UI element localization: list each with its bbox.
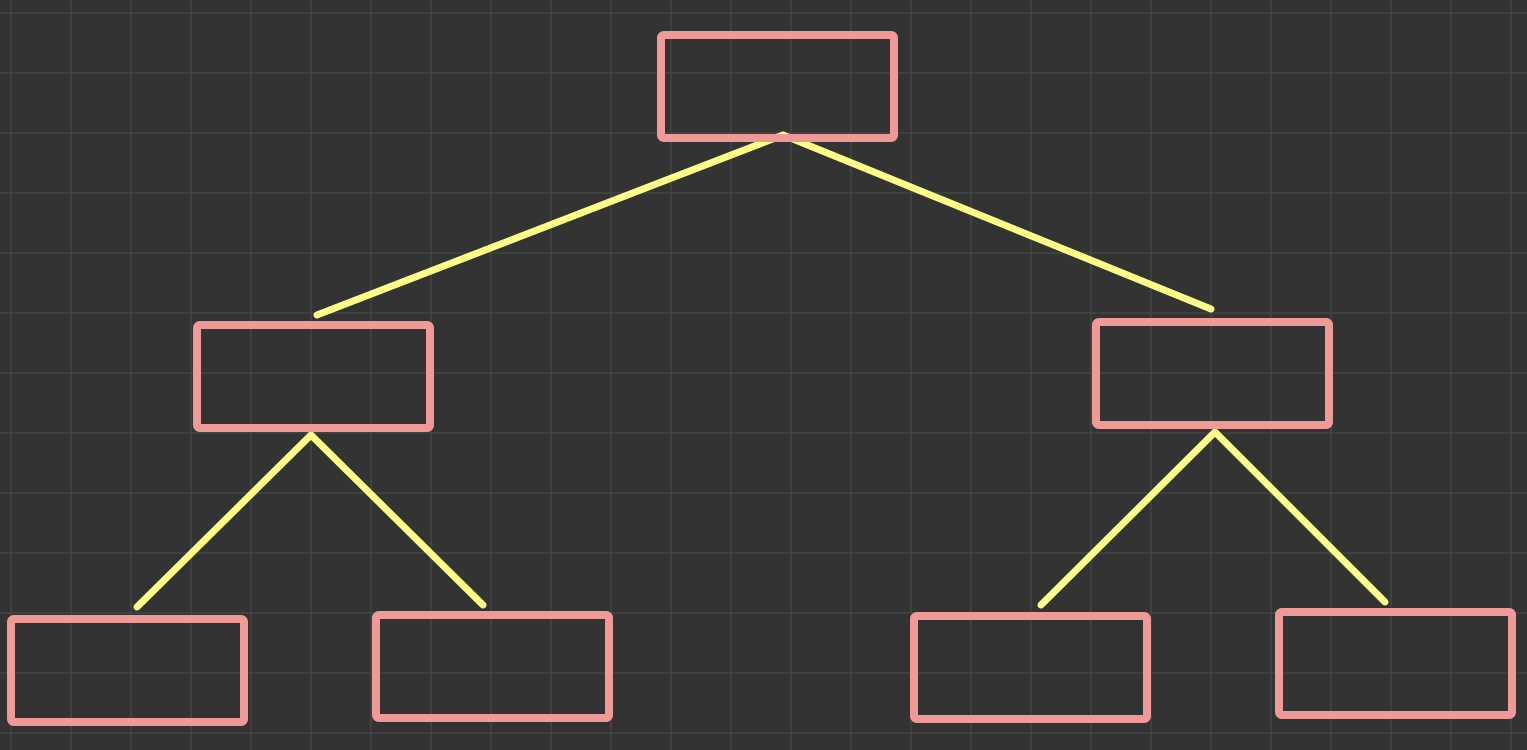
tree-node-left-right[interactable] bbox=[372, 611, 613, 722]
edge-root-to-left bbox=[313, 131, 787, 319]
tree-node-box[interactable] bbox=[910, 612, 1151, 723]
tree-node-box[interactable] bbox=[657, 31, 898, 142]
tree-node-box[interactable] bbox=[1092, 318, 1333, 429]
tree-node-box[interactable] bbox=[372, 611, 613, 722]
tree-node-left[interactable] bbox=[193, 321, 434, 432]
tree-node-box[interactable] bbox=[7, 615, 248, 726]
tree-node-root[interactable] bbox=[657, 31, 898, 142]
tree-edges bbox=[133, 131, 1389, 611]
tree-node-right[interactable] bbox=[1092, 318, 1333, 429]
edge-right-to-right-right bbox=[1211, 428, 1389, 606]
tree-nodes bbox=[7, 31, 1516, 726]
tree-node-right-right[interactable] bbox=[1275, 608, 1516, 719]
edge-left-to-left-right bbox=[307, 431, 487, 609]
edge-left-to-left-left bbox=[133, 431, 315, 611]
edge-root-to-right bbox=[779, 131, 1215, 313]
tree-node-left-left[interactable] bbox=[7, 615, 248, 726]
tree-node-box[interactable] bbox=[1275, 608, 1516, 719]
edge-right-to-right-left bbox=[1037, 428, 1219, 609]
tree-node-right-left[interactable] bbox=[910, 612, 1151, 723]
tree-node-box[interactable] bbox=[193, 321, 434, 432]
